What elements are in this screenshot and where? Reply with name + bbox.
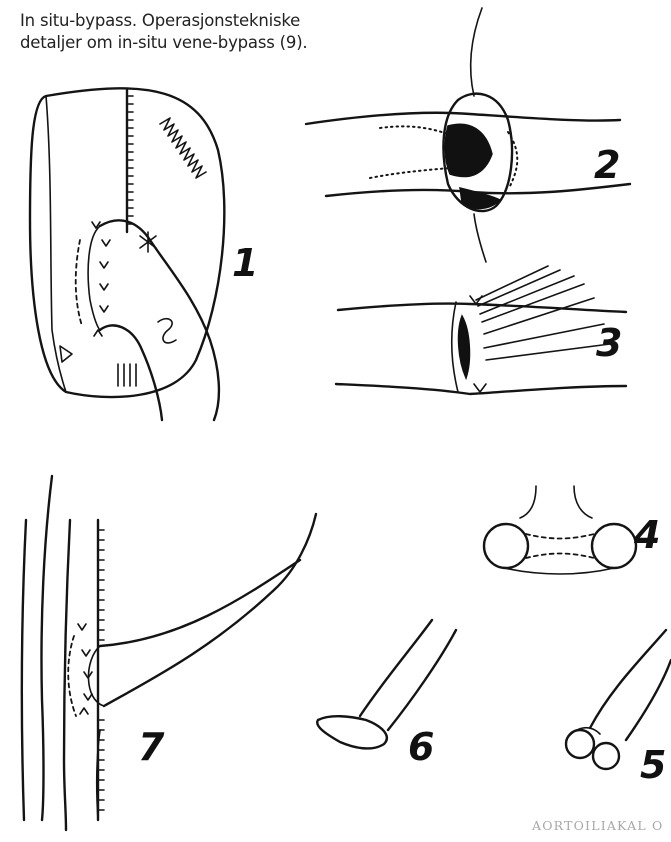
figure-number-4: 4 [633, 513, 660, 557]
panel-7-drawing [22, 476, 316, 830]
figure-number-7: 7 [138, 725, 165, 769]
figure-number-5: 5 [640, 743, 666, 787]
figure-number-6: 6 [408, 725, 434, 769]
figure-number-3: 3 [596, 321, 622, 365]
figure-number-1: 1 [232, 241, 258, 285]
panel-3-drawing [336, 266, 626, 394]
panel-4-drawing [484, 486, 636, 574]
panel-2-drawing [306, 8, 630, 262]
running-head: AORTOILIAKAL O [532, 818, 663, 833]
panel-6-drawing [317, 620, 456, 748]
panel-1-drawing [30, 88, 224, 420]
figure-number-2: 2 [594, 143, 620, 187]
